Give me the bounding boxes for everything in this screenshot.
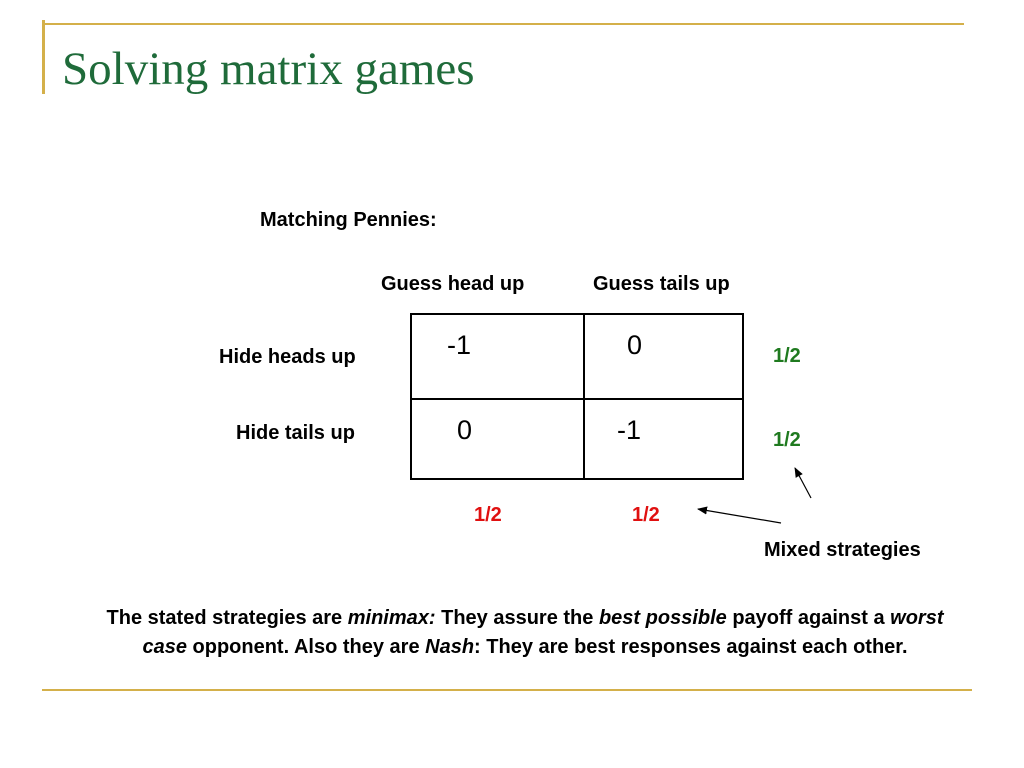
note-text: The stated strategies are	[106, 607, 348, 629]
note-emphasis-best-possible: best possible	[598, 607, 727, 629]
payoff-matrix: -1 0 0 -1	[410, 313, 744, 480]
column-label-guess-head: Guess head up	[381, 273, 525, 295]
column-label-guess-tails: Guess tails up	[593, 273, 730, 295]
game-name: Matching Pennies:	[260, 209, 437, 231]
matrix-vertical-divider	[583, 315, 585, 478]
matrix-horizontal-divider	[412, 398, 742, 400]
explanation-note: The stated strategies are minimax: They …	[100, 604, 950, 662]
note-emphasis-minimax: minimax:	[347, 607, 436, 629]
mixed-strategies-label: Mixed strategies	[764, 539, 921, 561]
payoff-cell: 0	[457, 415, 473, 445]
note-emphasis-worst-case: worst case	[142, 607, 944, 658]
note-emphasis-nash: Nash	[425, 636, 475, 658]
payoff-cell: -1	[447, 330, 472, 360]
row-probability-1: 1/2	[773, 345, 801, 367]
payoff-cell: -1	[617, 415, 642, 445]
accent-vertical-line	[42, 20, 45, 94]
row-probability-2: 1/2	[773, 429, 801, 451]
note-text: opponent. Also they are	[186, 636, 426, 658]
column-probability-1: 1/2	[474, 504, 502, 526]
row-label-hide-tails: Hide tails up	[236, 422, 355, 444]
column-probability-2: 1/2	[632, 504, 660, 526]
arrow-to-row-probability	[794, 467, 812, 499]
note-text: They assure the	[435, 607, 599, 629]
payoff-cell: 0	[627, 330, 643, 360]
slide-title: Solving matrix games	[62, 43, 475, 95]
accent-bottom-line	[42, 689, 972, 691]
note-text: : They are best responses against each o…	[474, 636, 908, 658]
arrow-to-column-probability	[697, 506, 782, 524]
note-text: payoff against a	[726, 607, 891, 629]
row-label-hide-heads: Hide heads up	[219, 346, 356, 368]
accent-top-line	[42, 23, 964, 25]
